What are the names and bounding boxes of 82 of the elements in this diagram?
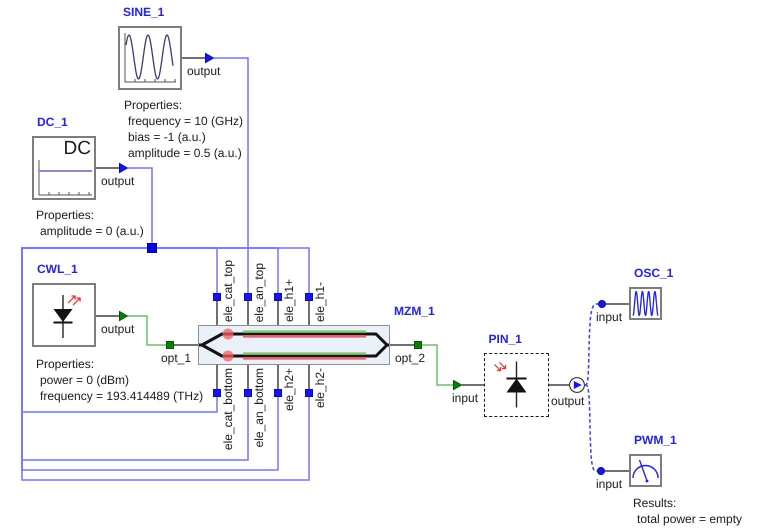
lead-line	[247, 365, 249, 389]
component-name: SINE_1	[123, 5, 164, 19]
section-heading: Properties:	[124, 98, 182, 112]
component-name: PIN_1	[488, 332, 522, 346]
port-label: ele_cat_bottom	[221, 368, 235, 450]
property-text: total power = empty	[637, 512, 742, 526]
section-heading: Properties:	[36, 357, 94, 371]
dashed-wire	[584, 303, 598, 386]
wire	[217, 247, 278, 249]
component-name: OSC_1	[634, 266, 674, 280]
port-label: ele_h2+	[282, 368, 296, 412]
port-triangle-icon	[119, 163, 128, 173]
wire	[21, 247, 147, 412]
property-text: frequency = 10 (GHz)	[128, 114, 244, 128]
wire	[21, 460, 23, 470]
port-label: output	[101, 174, 134, 188]
junction-square-icon	[147, 243, 157, 253]
section-heading: Results:	[633, 496, 676, 510]
port-square-icon	[213, 389, 221, 397]
port-label: ele_an_bottom	[252, 368, 266, 448]
port-label: opt_1	[161, 351, 192, 365]
wire	[214, 57, 249, 293]
port-label: input	[596, 310, 622, 324]
lead-line	[277, 365, 279, 389]
lead-line	[247, 301, 249, 325]
output-port-ring-icon	[569, 377, 585, 393]
section-heading: Properties:	[36, 208, 94, 222]
wire	[157, 247, 217, 249]
lead-line	[308, 365, 310, 389]
wire	[422, 344, 453, 386]
property-text: frequency = 193.414489 (THz)	[40, 389, 204, 403]
port-label: input	[452, 391, 478, 405]
port-circle-icon	[598, 300, 606, 308]
wire	[128, 315, 166, 346]
port-label: input	[596, 477, 622, 491]
wire	[128, 167, 153, 243]
port-label: opt_2	[395, 351, 426, 365]
lead-line	[277, 301, 279, 325]
port-label: ele_cat_top	[221, 260, 235, 322]
lead-line	[182, 57, 205, 59]
lead-line	[390, 344, 414, 346]
lead-line	[549, 384, 569, 386]
lead-line	[216, 365, 218, 389]
wire	[21, 412, 23, 460]
property-text: power = 0 (dBm)	[40, 373, 130, 387]
port-triangle-icon	[453, 380, 462, 390]
port-square-icon	[305, 389, 313, 397]
port-square-icon	[166, 341, 174, 349]
lead-line	[606, 303, 629, 305]
port-label: ele_h1-	[313, 282, 327, 322]
component-name: DC_1	[37, 115, 68, 129]
port-square-icon	[305, 293, 313, 301]
port-square-icon	[414, 341, 422, 349]
port-label: output	[101, 322, 134, 336]
port-label: ele_h1+	[282, 278, 296, 322]
port-triangle-icon	[205, 53, 214, 63]
lead-line	[96, 167, 119, 169]
lead-line	[216, 301, 218, 325]
port-label: ele_an_top	[252, 262, 266, 322]
lead-line	[462, 384, 484, 386]
lead-line	[605, 470, 629, 472]
property-text: bias = -1 (a.u.)	[128, 130, 206, 144]
property-text: amplitude = 0 (a.u.)	[40, 224, 144, 238]
port-label: output	[551, 394, 584, 408]
port-square-icon	[274, 389, 282, 397]
port-triangle-icon	[119, 311, 128, 321]
lead-line	[308, 301, 310, 325]
lead-line	[96, 315, 119, 317]
port-circle-icon	[597, 467, 605, 475]
port-square-icon	[213, 293, 221, 301]
lead-line	[174, 344, 198, 346]
component-name: MZM_1	[394, 304, 435, 318]
component-name: PWM_1	[634, 433, 677, 447]
property-text: amplitude = 0.5 (a.u.)	[128, 146, 242, 160]
port-square-icon	[244, 293, 252, 301]
component-name: CWL_1	[37, 262, 78, 276]
port-square-icon	[244, 389, 252, 397]
port-label: ele_h2-	[313, 368, 327, 408]
symbol-text: DC	[64, 139, 91, 159]
dashed-wire	[584, 384, 597, 472]
port-label: output	[187, 64, 220, 78]
port-square-icon	[274, 293, 282, 301]
